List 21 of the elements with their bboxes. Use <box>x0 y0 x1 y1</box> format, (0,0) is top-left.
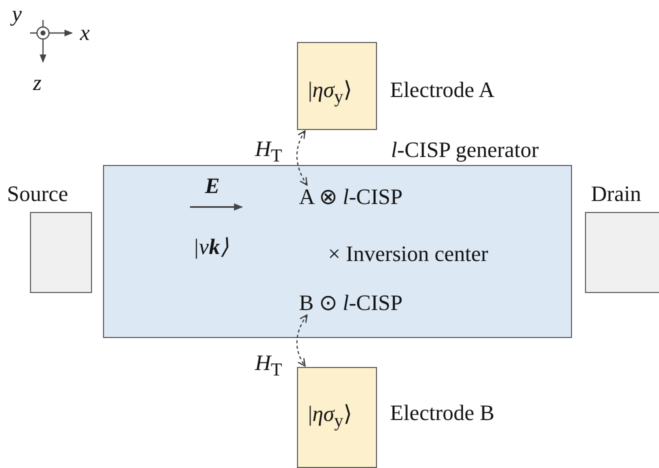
panel-heading: l-CISP generator <box>391 139 539 161</box>
state-label: |ησ$_{y}$⟩ <box>308 403 352 430</box>
axis-label: y <box>12 3 22 25</box>
field-label: E <box>205 175 220 197</box>
center-label: × Inversion center <box>328 243 488 265</box>
electrode-label: Electrode A <box>390 79 494 101</box>
contact-label: Source <box>7 183 68 205</box>
contact-label: Drain <box>591 183 642 205</box>
state-label: |νk⟩ <box>193 236 229 258</box>
state-label: |ησ$_{y}$⟩ <box>308 79 352 106</box>
spin-polarization-point: B ⊙ l-CISP <box>299 292 403 314</box>
electrode-block <box>297 367 377 468</box>
tunneling-arrow <box>296 130 308 186</box>
spin-polarization-point: A ⊗ l-CISP <box>299 186 403 208</box>
axis-label: x <box>80 22 90 44</box>
electrode-label: Electrode B <box>390 402 494 424</box>
edge-label: H$_{T}$ <box>255 352 282 379</box>
tunneling-arrow <box>296 314 308 367</box>
edge-label: H$_{T}$ <box>255 138 282 165</box>
axis-label: z <box>33 72 42 94</box>
electrode-block <box>297 42 377 130</box>
